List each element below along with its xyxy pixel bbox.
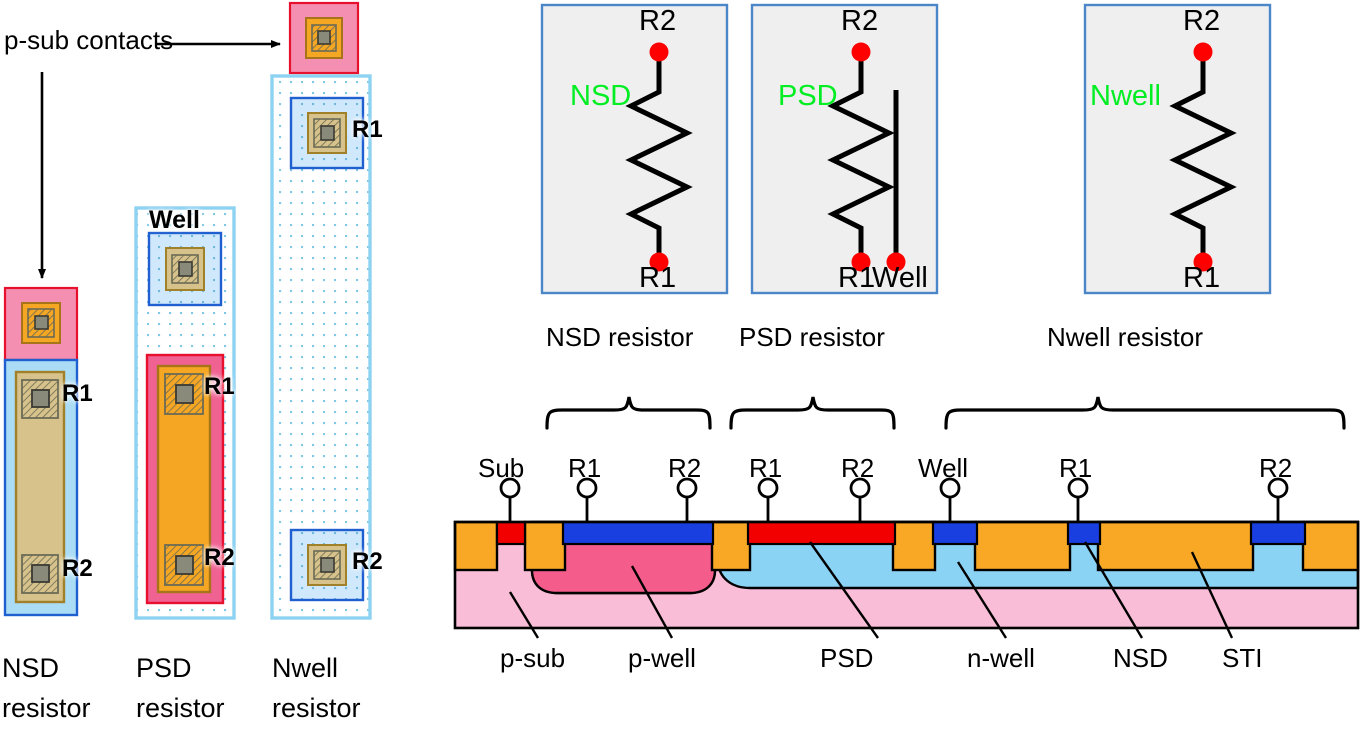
schematic-nwell-top-terminal: R2: [1183, 5, 1221, 37]
layout-caption-psd-line2: resistor: [136, 693, 225, 723]
psub-contact-nwell: [288, 1, 360, 75]
cross-section-panel: [453, 396, 1360, 639]
schematic-psd-device-label: PSD: [778, 80, 838, 112]
brace-psd: [729, 396, 896, 430]
well-contact-band: [931, 520, 979, 546]
layout-label-r2-nsd: R2: [62, 555, 93, 582]
xs-layer-label-pwell: p-well: [628, 643, 696, 673]
contact-r1-nsd: [21, 379, 59, 419]
layout-label-well-psd: Well: [149, 206, 200, 234]
xs-pin-label-r2-psd: R2: [841, 453, 875, 483]
brace-caption-nsd: NSD resistor: [546, 322, 694, 352]
xs-pin-label-well: Well: [918, 453, 969, 483]
layout-views-panel: [3, 1, 372, 620]
layout-label-r1-psd: R1: [204, 373, 235, 400]
brace-nsd: [545, 396, 712, 430]
nsd-tap-band-left: [1066, 520, 1102, 546]
xs-layer-label-psub: p-sub: [500, 643, 566, 673]
layout-caption-nsd-line1: NSD: [2, 653, 60, 683]
cross-section-stack: [453, 520, 1360, 630]
sub-contact-band: [495, 520, 527, 546]
layout-view-nwell: [270, 1, 372, 620]
schematics-panel: [540, 3, 1272, 295]
cross-section-pins: [499, 477, 1289, 525]
schematic-nwell-device-label: Nwell: [1090, 80, 1161, 112]
psub-contacts-annotation: [38, 40, 281, 279]
schematic-nsd-bottom-terminal: R1: [639, 262, 677, 294]
layout-caption-nwell-line1: Nwell: [272, 653, 339, 683]
xs-pin-label-r1-psd: R1: [749, 453, 783, 483]
schematic-psd-top-terminal: R2: [841, 5, 879, 37]
layout-view-nsd: [3, 286, 79, 617]
nsd-resistor-band: [561, 520, 715, 546]
cross-section-leaders: [508, 541, 1234, 639]
xs-layer-label-sti: STI: [1222, 643, 1263, 673]
nsd-tap-band-right: [1249, 520, 1307, 546]
contact-r1-nwell: [289, 96, 365, 170]
schematic-nsd-top-terminal: R2: [639, 5, 677, 37]
schematic-nsd-device-label: NSD: [570, 80, 632, 112]
xs-pin-label-sub: Sub: [478, 453, 525, 483]
contact-r2-psd: [164, 544, 204, 586]
brace-caption-psd: PSD resistor: [739, 322, 885, 352]
psd-resistor-band: [746, 520, 897, 546]
contact-r2-nwell: [289, 528, 365, 602]
schematic-nwell: [1083, 3, 1272, 295]
xs-pin-label-r2-nwell: R2: [1259, 453, 1293, 483]
xs-layer-label-psd: PSD: [820, 643, 874, 673]
schematic-nwell-bottom-terminal: R1: [1183, 262, 1221, 294]
layout-caption-psd-line1: PSD: [136, 653, 192, 683]
schematic-nsd: [540, 3, 729, 295]
brace-nwell: [944, 396, 1346, 430]
xs-pin-label-r2-nsd: R2: [668, 453, 702, 483]
layout-label-r1-nsd: R1: [62, 380, 93, 407]
layout-view-psd: [134, 206, 236, 620]
xs-layer-label-nsd: NSD: [1113, 643, 1168, 673]
layout-caption-nsd-line2: resistor: [2, 693, 91, 723]
schematic-psd-bottom-terminal-well: Well: [872, 262, 928, 294]
layout-label-r2-psd: R2: [204, 544, 235, 571]
layout-caption-nwell-line2: resistor: [272, 693, 361, 723]
layout-label-r1-nwell: R1: [352, 116, 383, 143]
xs-pin-label-r1-nwell: R1: [1059, 453, 1093, 483]
contact-r2-nsd: [21, 554, 59, 594]
schematic-psd: [750, 3, 939, 295]
xs-layer-label-nwell: n-well: [967, 643, 1035, 673]
brace-caption-nwell: Nwell resistor: [1047, 322, 1204, 352]
schematic-psd-bottom-terminal-r1: R1: [838, 262, 876, 294]
xs-pin-label-r1-nsd: R1: [568, 453, 602, 483]
psub-contacts-label: p-sub contacts: [4, 25, 174, 55]
psub-contact-nsd: [3, 286, 79, 362]
layout-label-r2-nwell: R2: [352, 548, 383, 575]
well-contact-psd: [147, 231, 223, 307]
contact-r1-psd: [164, 373, 204, 415]
